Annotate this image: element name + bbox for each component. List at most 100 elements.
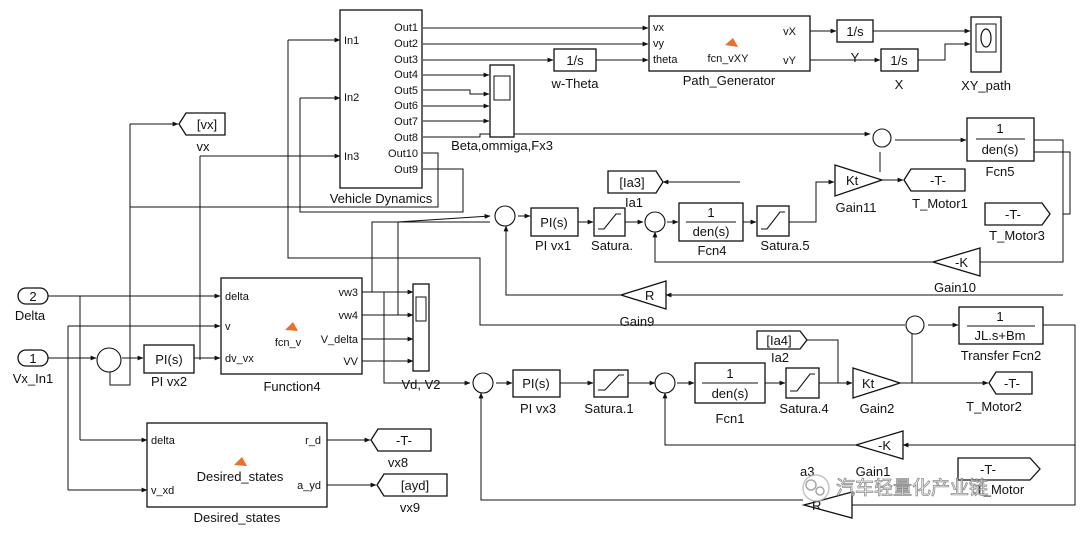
fcn5-den: den(s) — [982, 142, 1019, 157]
integrator-y-name: Y — [851, 50, 860, 65]
vd-out6-label: Out6 — [394, 100, 418, 112]
matlab-function-icon — [285, 322, 298, 331]
fcn5-block[interactable]: 1 den(s) — [966, 117, 1035, 162]
from-t-motor4-name: T_Motor — [976, 482, 1025, 497]
fcn4-name: Fcn4 — [698, 243, 727, 258]
function4-block[interactable]: delta v dv_vx vw3 vw4 V_delta VV fcn_v — [220, 277, 363, 375]
f4-out-vv: VV — [343, 356, 358, 368]
sum-left[interactable] — [96, 347, 122, 373]
watermark: 汽车轻量化产业链 — [802, 474, 988, 502]
goto-vx8-text: -T- — [396, 433, 412, 448]
goto-vx-text: [vx] — [197, 117, 217, 132]
f4-in-dv: dv_vx — [225, 353, 254, 365]
sum-upper-2[interactable] — [644, 211, 666, 233]
pi-vx3-text: PI(s) — [522, 376, 549, 391]
integrator-x-block[interactable]: 1/s — [880, 48, 919, 72]
path-generator-block[interactable]: vx vy theta vX vY fcn_vXY — [648, 15, 811, 72]
fcn1-block[interactable]: 1 den(s) — [694, 362, 766, 404]
goto-t-motor2-block[interactable]: -T- — [988, 371, 1033, 395]
pg-in-vx: vx — [653, 22, 665, 34]
pg-in-theta: theta — [653, 54, 678, 66]
scope-vd-block[interactable] — [412, 283, 430, 372]
integrator-theta-block[interactable]: 1/s — [553, 48, 597, 72]
pi-vx2-name: PI vx2 — [151, 374, 187, 389]
pg-out-vy: vY — [783, 55, 797, 67]
transfer-fcn2-den: JL.s+Bm — [975, 328, 1026, 343]
fcn5-num: 1 — [996, 121, 1003, 136]
goto-vx9-text: [ayd] — [401, 478, 429, 493]
xy-graph-block[interactable] — [970, 16, 1002, 73]
goto-vx-block[interactable]: [vx] — [178, 112, 226, 136]
satura5-block[interactable] — [756, 205, 790, 237]
desired-states-name: Desired_states — [194, 510, 281, 525]
label-ia3-partial: a3 — [800, 464, 814, 479]
gain11-text: Kt — [846, 173, 859, 188]
gain1-text: -K — [878, 438, 891, 453]
satura4-block[interactable] — [785, 367, 820, 399]
sum-lower-1[interactable] — [472, 372, 494, 394]
scope-vd-name: Vd, V2 — [401, 377, 440, 392]
ds-in-vxd: v_xd — [151, 485, 174, 497]
vd-out2-label: Out2 — [394, 38, 418, 50]
f4-in-delta: delta — [225, 291, 250, 303]
sum-lower-2[interactable] — [654, 372, 676, 394]
satura4-name: Satura.4 — [779, 401, 828, 416]
goto-t-motor2-text: -T- — [1004, 376, 1020, 391]
matlab-function-icon — [234, 457, 247, 466]
goto-t-motor1-name: T_Motor1 — [912, 196, 968, 211]
scope-beta-block[interactable] — [489, 64, 515, 138]
vd-out5-label: Out5 — [394, 85, 418, 97]
integrator-y-text: 1/s — [846, 24, 864, 39]
pi-vx3-block[interactable]: PI(s) — [512, 369, 561, 398]
goto-vx8-block[interactable]: -T- — [370, 428, 432, 452]
pg-in-vy: vy — [653, 38, 665, 50]
gain9-block[interactable]: R — [618, 280, 667, 310]
sum-transfer-fcn2[interactable] — [905, 315, 925, 335]
vd-in3-label: In3 — [344, 151, 359, 163]
watermark-text: 汽车轻量化产业链 — [836, 477, 988, 499]
gain1-block[interactable]: -K — [853, 430, 904, 460]
pi-vx1-block[interactable]: PI(s) — [530, 207, 579, 237]
vd-in2-label: In2 — [344, 92, 359, 104]
vd-out3-label: Out3 — [394, 54, 418, 66]
gain10-block[interactable]: -K — [930, 247, 981, 277]
satura-block[interactable] — [593, 207, 626, 237]
vd-out4-label: Out4 — [394, 69, 418, 81]
desired-states-block[interactable]: delta v_xd r_d a_yd Desired_states — [146, 422, 328, 508]
pg-out-vx: vX — [783, 26, 797, 38]
pg-fcn-name: fcn_vXY — [708, 53, 750, 65]
vd-out10-label: Out10 — [388, 148, 418, 160]
sum-fcn5[interactable] — [872, 128, 892, 148]
transfer-fcn2-block[interactable]: 1 JL.s+Bm — [958, 306, 1044, 345]
path-generator-name: Path_Generator — [683, 73, 776, 88]
gain11-block[interactable]: Kt — [834, 164, 885, 197]
goto-ia4-block[interactable]: [Ia4] — [756, 330, 808, 350]
fcn4-block[interactable]: 1 den(s) — [678, 202, 744, 242]
inport-delta-name: Delta — [15, 308, 46, 323]
goto-ia4-name: Ia2 — [771, 350, 789, 365]
goto-ia3-block[interactable]: [Ia3] — [607, 170, 664, 194]
sum-upper-1[interactable] — [494, 205, 516, 227]
goto-vx9-block[interactable]: [ayd] — [376, 473, 448, 497]
fcn5-name: Fcn5 — [986, 164, 1015, 179]
gain10-text: -K — [955, 255, 968, 270]
satura1-block[interactable] — [593, 369, 629, 398]
integrator-theta-name: w-Theta — [551, 76, 600, 91]
gain10-name: Gain10 — [934, 280, 976, 295]
vehicle-dynamics-block[interactable]: In1 In2 In3 Out1 Out2 Out3 Out4 Out5 Out… — [339, 9, 423, 189]
gain2-block[interactable]: Kt — [852, 367, 903, 399]
gain-r2-block[interactable]: R — [801, 491, 853, 519]
from-t-motor4-block[interactable]: -T- — [957, 457, 1041, 481]
vehicle-dynamics-name: Vehicle Dynamics — [330, 191, 433, 206]
inport-delta[interactable]: 2 — [17, 287, 49, 305]
pi-vx2-block[interactable]: PI(s) — [143, 344, 195, 374]
f4-fcn-name: fcn_v — [275, 337, 302, 349]
goto-t-motor1-block[interactable]: -T- — [903, 168, 966, 192]
from-t-motor3-name: T_Motor3 — [989, 228, 1045, 243]
inport-vx-in1[interactable]: 1 — [17, 349, 49, 367]
from-t-motor3-block[interactable]: -T- — [984, 202, 1051, 226]
fcn1-num: 1 — [726, 366, 733, 381]
inport-vx-number: 1 — [29, 351, 36, 366]
integrator-y-block[interactable]: 1/s — [836, 19, 874, 43]
integrator-theta-text: 1/s — [566, 53, 584, 68]
